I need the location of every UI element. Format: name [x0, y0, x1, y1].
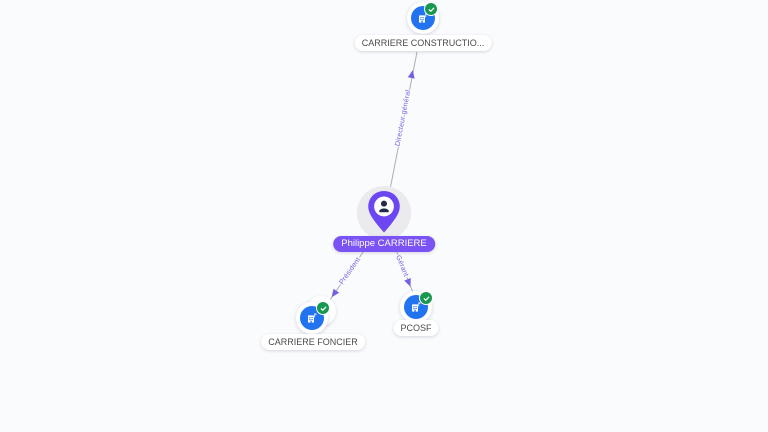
edge-arrow-icon [331, 288, 340, 298]
node-label-philippe-carriere[interactable]: Philippe CARRIERE [333, 236, 435, 252]
edge-label-president: Président [338, 256, 362, 286]
edge-arrow-icon [404, 277, 411, 287]
map-pin-icon[interactable] [366, 189, 402, 240]
edge-arrow-icon [407, 70, 415, 79]
node-label-carriere-foncier[interactable]: CARRIERE FONCIER [261, 334, 365, 350]
check-badge-icon [316, 301, 330, 315]
edge-label-gerant: Gérant [394, 254, 409, 278]
check-badge-icon [424, 2, 438, 16]
node-label-carriere-construction[interactable]: CARRIERE CONSTRUCTIO... [354, 35, 492, 51]
edge-label-directeur-general: Directeur général [394, 89, 412, 147]
person-icon [379, 200, 389, 213]
node-label-pcosf[interactable]: PCOSF [393, 320, 439, 336]
check-badge-icon [419, 291, 433, 305]
